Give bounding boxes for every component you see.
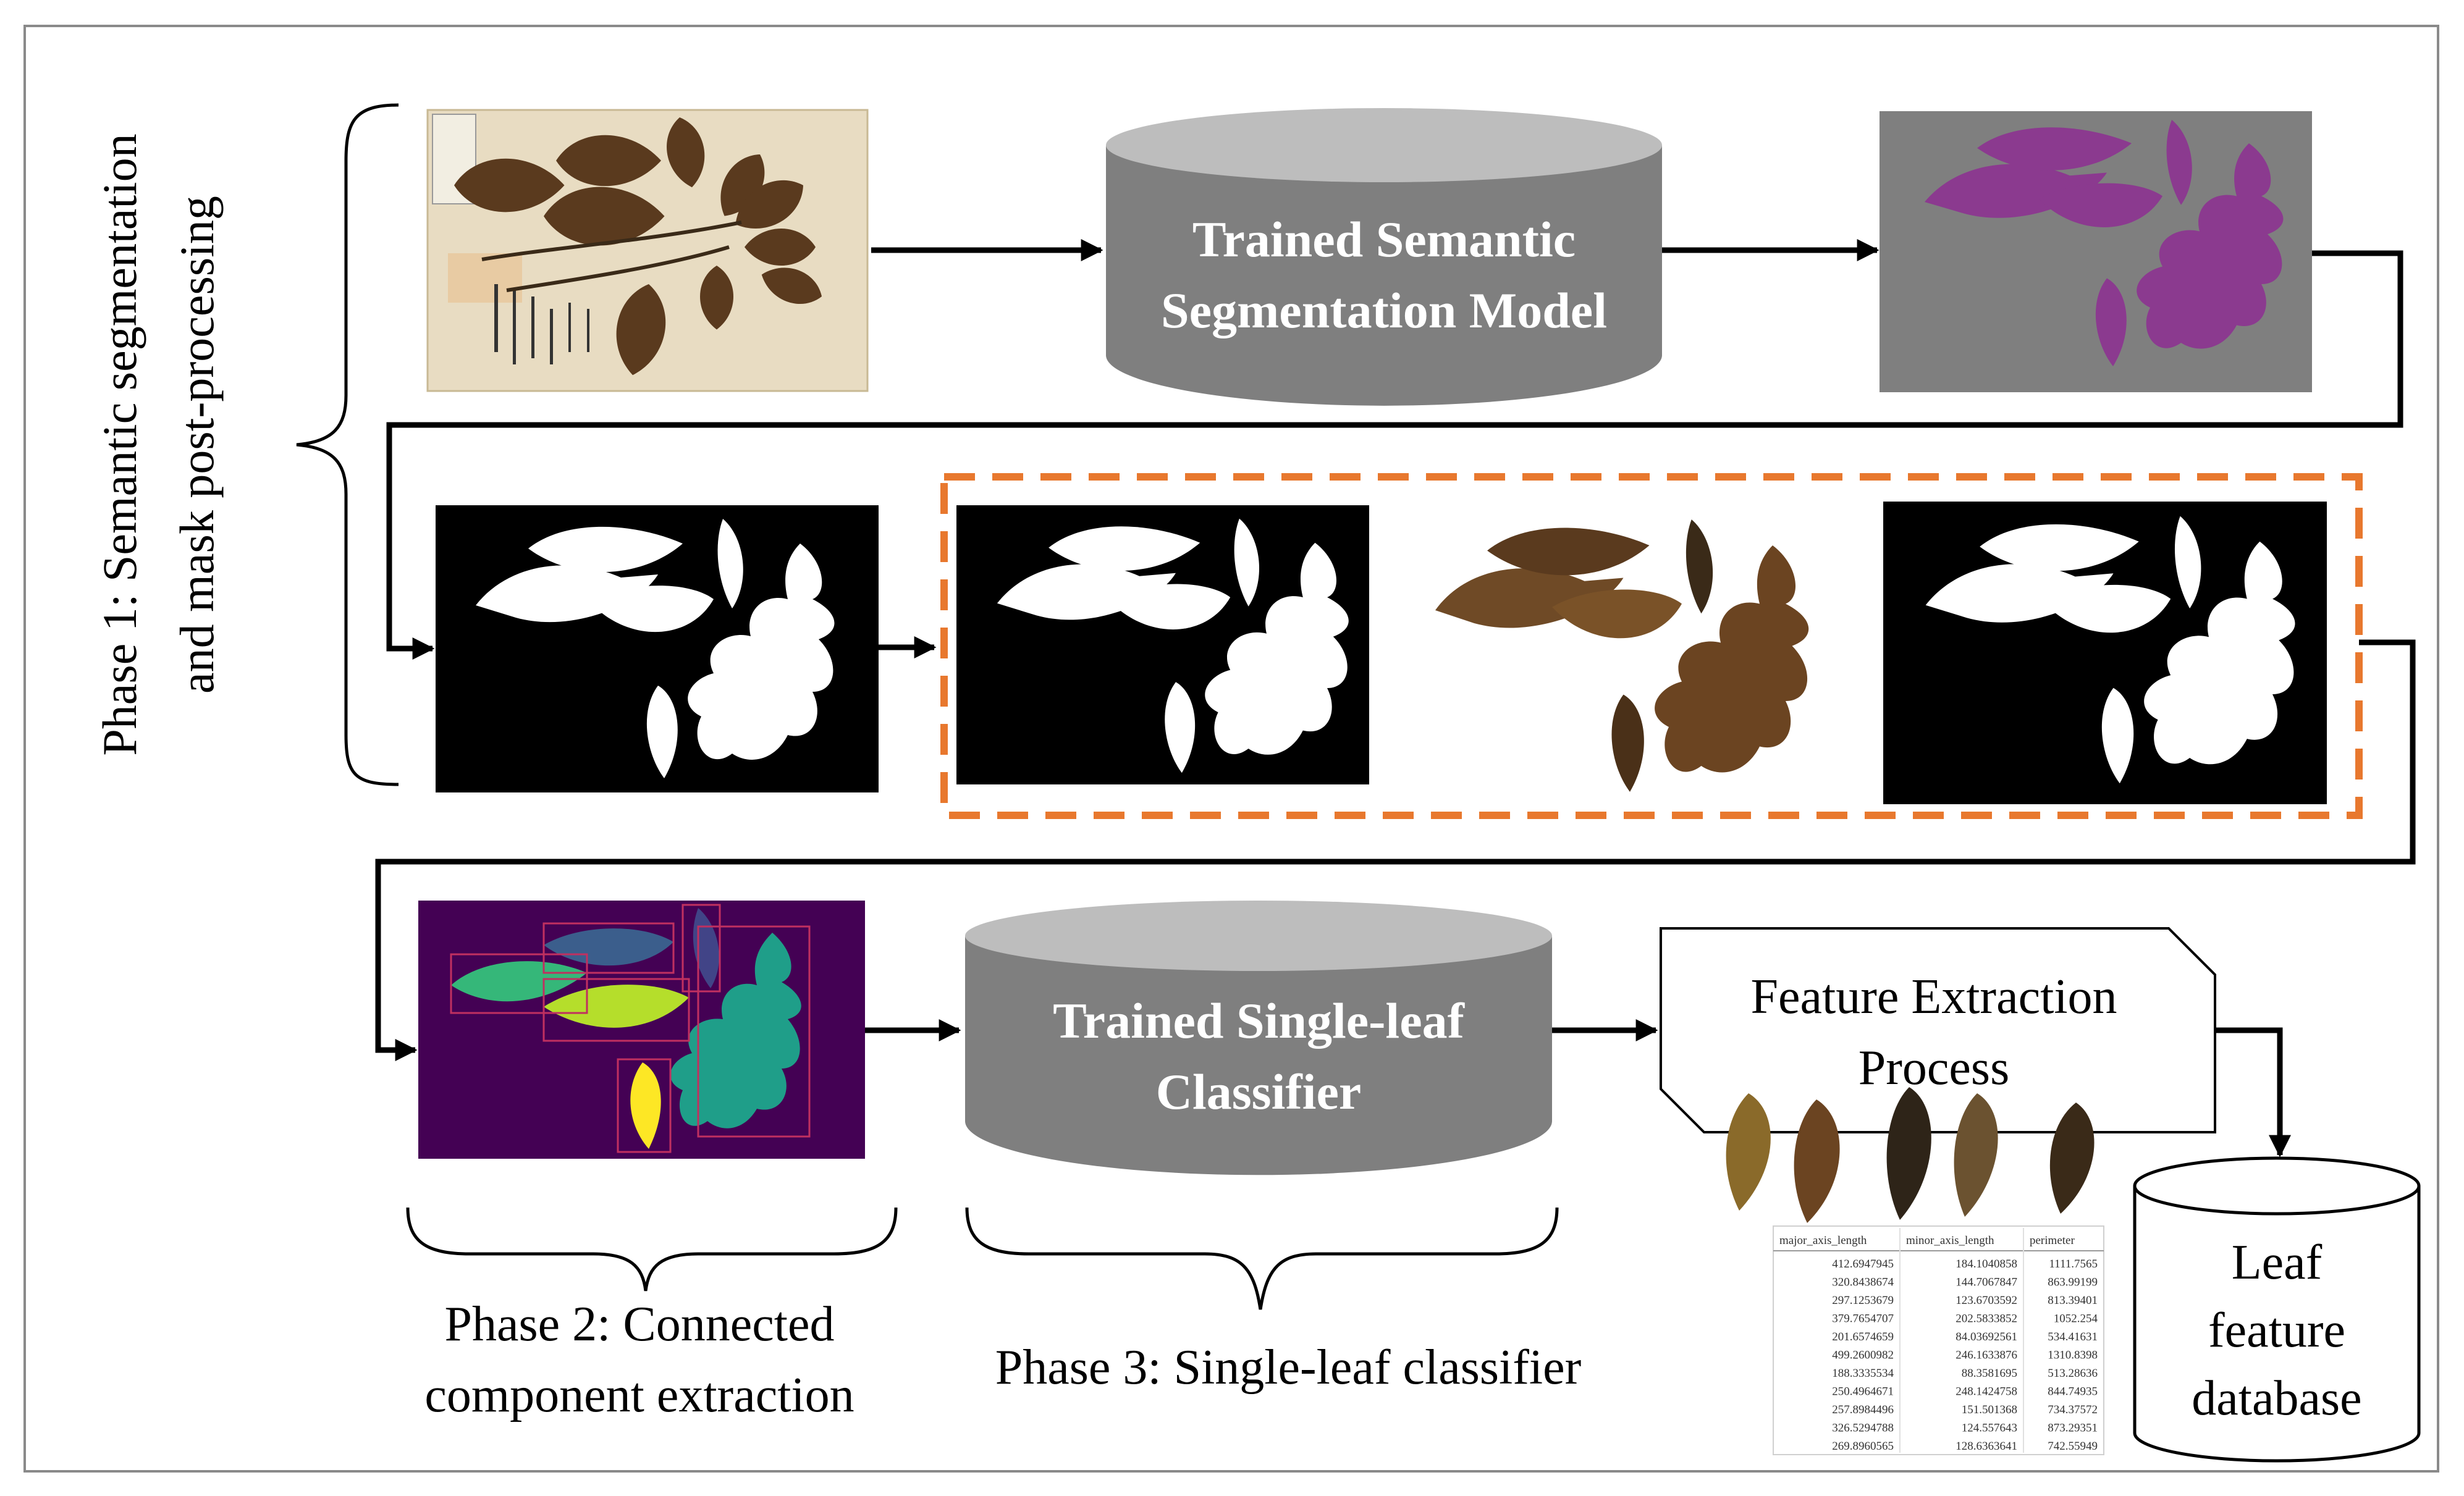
single-leaf-crops [1726,1087,2095,1223]
feature-table-cell: 246.1633876 [1956,1349,2017,1362]
post-processing-dashed-box [940,473,2363,819]
feature-table-header: minor_axis_length [1906,1234,1994,1247]
feature-table-cell: 201.6574659 [1832,1330,1894,1343]
feature-table-cell: 813.39401 [2048,1294,2098,1307]
feature-table-cell: 863.99199 [2048,1276,2098,1289]
extracted-leaves-image [1435,519,1809,792]
feature-table-cell: 1052.254 [2054,1313,2098,1326]
arrow-features-to-database [2215,1027,2291,1158]
feature-table-cell: 1310.8398 [2048,1349,2098,1362]
segmentation-model-cylinder: Trained Semantic Segmentation Model [1106,108,1662,406]
feature-table-cell: 84.03692561 [1956,1330,2017,1343]
phase3-brace [965,1207,1559,1310]
feature-table-cell: 88.3581695 [1962,1367,2017,1380]
feature-table-cell: 326.5294788 [1832,1422,1894,1435]
phase1-label-line1: Phase 1: Semantic segmentation [93,133,146,755]
feature-table-cell: 534.41631 [2048,1330,2098,1343]
feature-table-cell: 844.74935 [2048,1385,2098,1398]
feature-table-cell: 250.4964671 [1832,1385,1894,1398]
binary-mask-image [436,505,879,792]
database-line2: feature [2208,1303,2345,1358]
feature-table-cell: 124.557643 [1962,1422,2017,1435]
phase2-brace [406,1207,898,1292]
feature-table-cell: 188.3335534 [1832,1367,1894,1380]
classifier-cylinder: Trained Single-leaf Classifier [965,901,1552,1175]
classifier-line2: Classifier [1156,1064,1361,1120]
feature-table-cell: 379.7654707 [1832,1313,1894,1326]
feature-table-cell: 269.8960565 [1832,1440,1894,1453]
feature-table-cell: 184.1040858 [1956,1258,2017,1271]
feature-table-header: major_axis_length [1779,1234,1867,1247]
segmentation-model-line1: Trained Semantic [1192,211,1576,267]
feature-extraction-line2: Process [1859,1041,2009,1095]
herbarium-specimen-image [426,109,869,392]
feature-table-cell: 734.37572 [2048,1403,2098,1416]
feature-table-cell: 513.28636 [2048,1367,2098,1380]
feature-table-cell: 320.8438674 [1832,1276,1894,1289]
database-line3: database [2192,1371,2361,1426]
phase1-label-line2: and mask post-processing [170,196,224,694]
classifier-line1: Trained Single-leaf [1053,993,1466,1049]
leaf-database-cylinder: Leaf feature database [2133,1156,2421,1463]
feature-table-cell: 202.5833852 [1956,1313,2017,1326]
feature-table-cell: 297.1253679 [1832,1294,1894,1307]
feature-table-cell: 412.6947945 [1832,1258,1894,1271]
phase2-label-line1: Phase 2: Connected [445,1297,835,1351]
refined-mask-image [1883,502,2327,804]
feature-table-cell: 873.29351 [2048,1422,2098,1435]
feature-table-cell: 248.1424758 [1956,1385,2017,1398]
database-line1: Leaf [2232,1235,2323,1290]
phase2-label-line2: component extraction [424,1368,854,1422]
segmentation-model-line2: Segmentation Model [1161,282,1607,338]
feature-table-cell: 144.7067847 [1956,1276,2017,1289]
feature-table-cell: 151.501368 [1962,1403,2017,1416]
feature-table: major_axis_length minor_axis_length perime… [1773,1225,2104,1455]
phase1-brace [296,103,399,786]
arrow-mask-to-binary [386,250,2403,660]
phase1-label: Phase 1: Semantic segmentation and mask … [93,133,224,755]
post-processing-mask-image [956,505,1369,784]
feature-extraction-box: Feature Extraction Process [1660,927,2216,1133]
feature-extraction-line1: Feature Extraction [1750,970,2117,1024]
feature-table-cell: 499.2600982 [1832,1349,1894,1362]
feature-table-header: perimeter [2030,1234,2075,1247]
feature-table-cell: 123.6703592 [1956,1294,2017,1307]
phase3-label: Phase 3: Single-leaf classifier [995,1340,1582,1395]
connected-components-image [418,901,865,1159]
arrow-mask-to-components [375,639,2416,1061]
segmentation-mask-image [1880,111,2312,392]
feature-table-cell: 742.55949 [2048,1440,2098,1453]
feature-table-cell: 257.8984496 [1832,1403,1894,1416]
feature-table-cell: 1111.7565 [2049,1258,2098,1271]
feature-table-cell: 128.6363641 [1956,1440,2017,1453]
